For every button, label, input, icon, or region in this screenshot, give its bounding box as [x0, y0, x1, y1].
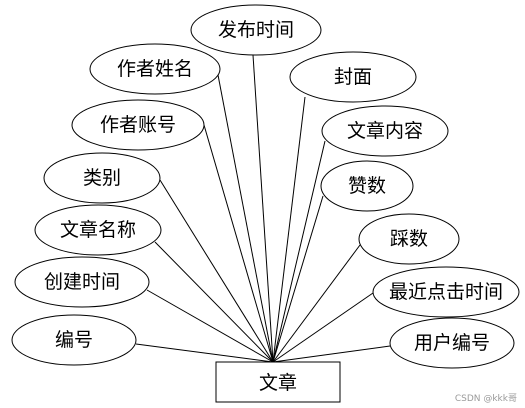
attribute-ellipse [289, 51, 417, 103]
entity-label: 文章 [259, 372, 297, 394]
attribute-label: 最近点击时间 [389, 281, 503, 303]
attribute-label: 发布时间 [218, 19, 294, 41]
connector-id [135, 343, 274, 363]
entity-box [215, 361, 341, 403]
attribute-label: 文章名称 [60, 219, 136, 241]
connector-title [154, 241, 274, 363]
attribute-user-id: 用户编号 [389, 317, 515, 369]
connector-publish-time [252, 54, 274, 363]
attribute-label: 作者姓名 [117, 58, 193, 80]
attribute-label: 踩数 [390, 228, 428, 250]
attribute-ellipse [358, 213, 460, 265]
attribute-ellipse [43, 152, 161, 204]
attribute-content: 文章内容 [321, 105, 449, 157]
attribute-label: 用户编号 [414, 332, 490, 354]
entity-article: 文章 [215, 361, 341, 403]
connector-content [272, 140, 326, 363]
watermark: CSDN @kkk哥 [454, 394, 517, 404]
attribute-author-name: 作者姓名 [89, 43, 221, 95]
attribute-likes: 赞数 [320, 160, 414, 212]
attribute-label: 创建时间 [44, 271, 120, 293]
attribute-ellipse [372, 266, 520, 318]
attribute-label: 编号 [55, 329, 93, 351]
connector-cover [272, 96, 306, 363]
attribute-title: 文章名称 [34, 204, 162, 256]
connector-user-id [272, 345, 391, 363]
attribute-publish-time: 发布时间 [190, 4, 322, 56]
connector-likes [272, 195, 324, 363]
attribute-label: 作者账号 [100, 114, 176, 136]
attribute-label: 赞数 [348, 175, 386, 197]
connector-category [159, 179, 274, 363]
attribute-ellipse [190, 4, 322, 56]
attribute-dislikes: 踩数 [358, 213, 460, 265]
attribute-last-click-time: 最近点击时间 [372, 266, 520, 318]
attribute-label: 封面 [334, 66, 372, 88]
attribute-label: 文章内容 [347, 120, 423, 142]
attribute-category: 类别 [43, 152, 161, 204]
attribute-author-account: 作者账号 [71, 99, 205, 151]
attribute-ellipse [34, 204, 162, 256]
connector-author-name [217, 74, 274, 363]
attribute-ellipse [320, 160, 414, 212]
attribute-ellipse [89, 43, 221, 95]
attribute-ellipse [321, 105, 449, 157]
attribute-ellipse [389, 317, 515, 369]
connector-last-click-time [272, 292, 374, 363]
attribute-create-time: 创建时间 [14, 256, 150, 308]
connector-dislikes [272, 244, 361, 363]
attribute-ellipse [11, 314, 137, 366]
attribute-id: 编号 [11, 314, 137, 366]
connector-lines [135, 54, 391, 363]
attribute-label: 类别 [83, 167, 121, 189]
attribute-ellipse [71, 99, 205, 151]
connector-create-time [146, 289, 274, 363]
connector-author-account [203, 124, 274, 363]
attribute-cover: 封面 [289, 51, 417, 103]
attribute-ellipse [14, 256, 150, 308]
